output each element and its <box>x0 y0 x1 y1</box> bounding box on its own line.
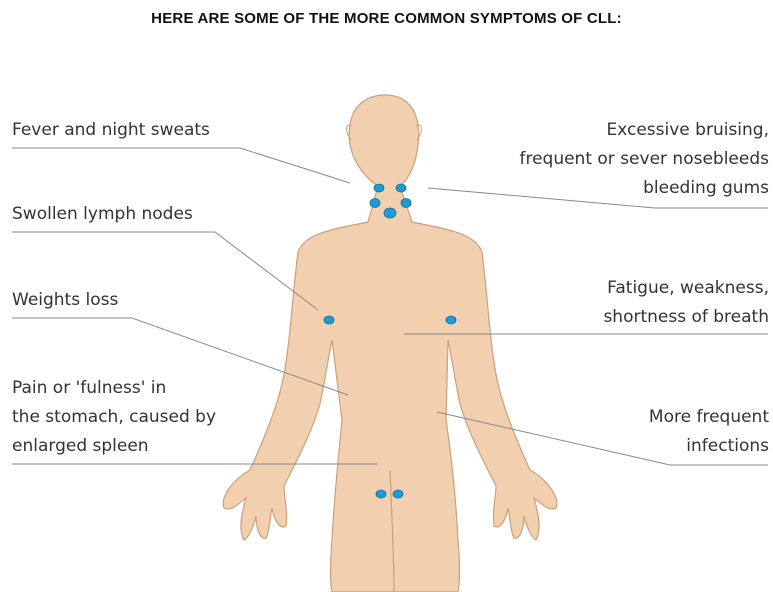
lymph-node-neck <box>384 208 396 218</box>
label-infections: More frequent infections <box>649 403 769 461</box>
label-stomach-line: the stomach, caused by <box>12 403 216 432</box>
body-outline <box>223 95 557 592</box>
lymph-node-groin <box>376 490 386 498</box>
label-fever-line: Fever and night sweats <box>12 116 210 145</box>
lymph-node-armpit <box>446 316 456 324</box>
label-stomach-line: enlarged spleen <box>12 432 216 461</box>
label-infections-line: infections <box>649 432 769 461</box>
label-stomach: Pain or 'fulness' in the stomach, caused… <box>12 374 216 461</box>
label-stomach-line: Pain or 'fulness' in <box>12 374 216 403</box>
lymph-node-neck <box>396 184 406 192</box>
label-bruising-line: bleeding gums <box>519 174 769 203</box>
label-bruising: Excessive bruising, frequent or sever no… <box>519 116 769 203</box>
body-silhouette <box>223 95 557 592</box>
line-fever <box>12 148 350 183</box>
lymph-node-armpit <box>324 316 334 324</box>
lymph-node-neck <box>401 199 411 208</box>
lymph-node-groin <box>393 490 403 498</box>
label-infections-line: More frequent <box>649 403 769 432</box>
label-fatigue-line: shortness of breath <box>603 303 769 332</box>
label-fatigue-line: Fatigue, weakness, <box>603 274 769 303</box>
lymph-node-neck <box>374 184 384 192</box>
label-bruising-line: frequent or sever nosebleeds <box>519 145 769 174</box>
lymph-node-neck <box>370 199 380 208</box>
label-lymph: Swollen lymph nodes <box>12 200 193 229</box>
label-weight: Weights loss <box>12 286 118 315</box>
label-weight-line: Weights loss <box>12 286 118 315</box>
label-fever: Fever and night sweats <box>12 116 210 145</box>
label-fatigue: Fatigue, weakness, shortness of breath <box>603 274 769 332</box>
label-lymph-line: Swollen lymph nodes <box>12 200 193 229</box>
label-bruising-line: Excessive bruising, <box>519 116 769 145</box>
